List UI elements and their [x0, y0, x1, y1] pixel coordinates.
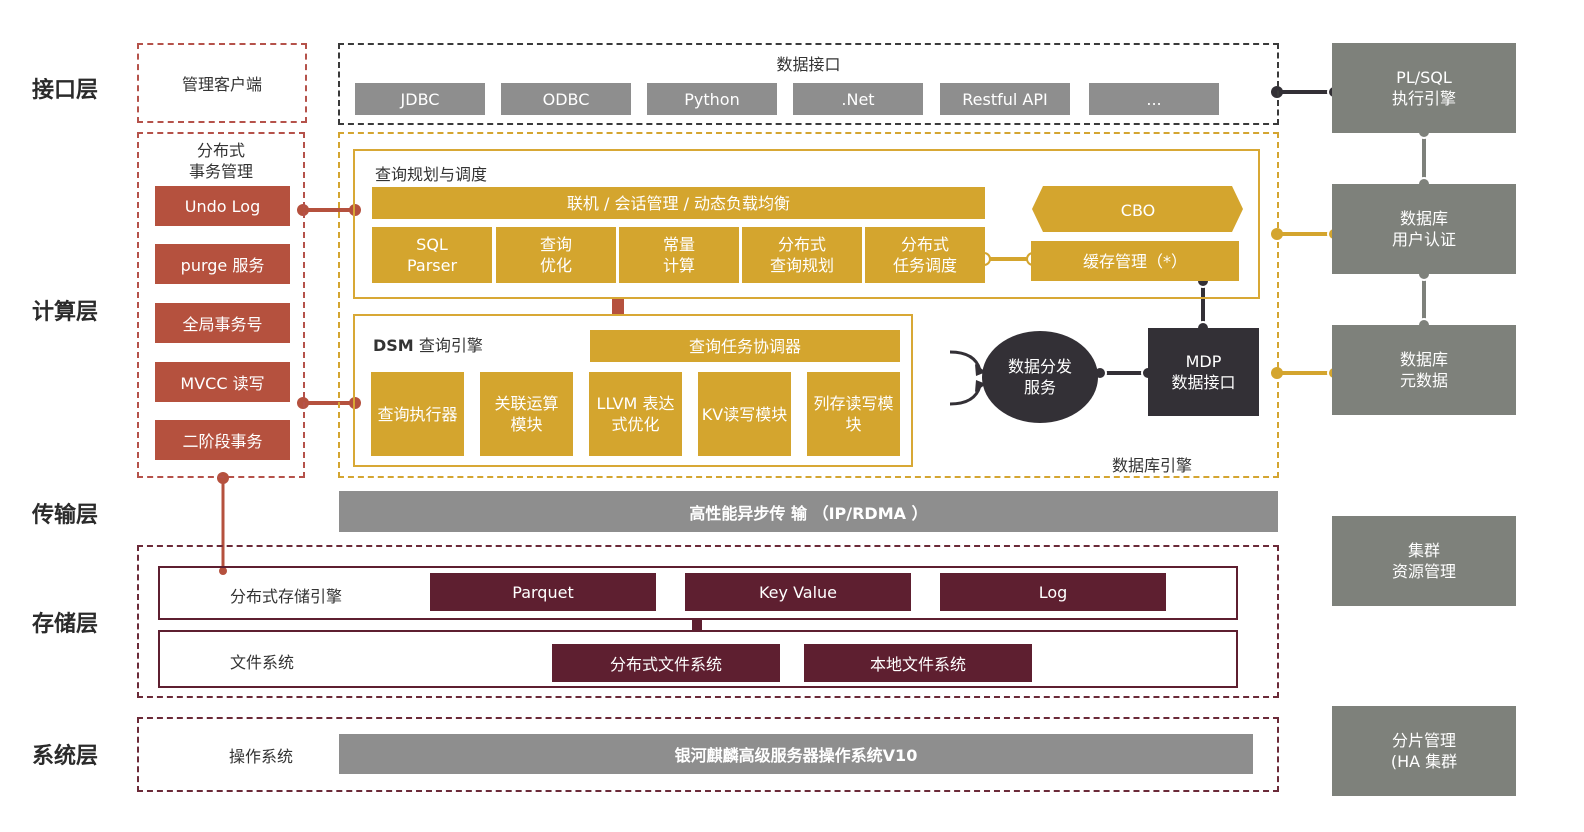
- module-dist-sched: 分布式 任务调度: [865, 227, 985, 283]
- tx-mgmt-box: 分布式 事务管理 Undo Log purge 服务 全局事务号 MVCC 读写…: [137, 132, 305, 478]
- module-const-calc: 常量 计算: [619, 227, 739, 283]
- interface-restful: Restful API: [940, 83, 1070, 115]
- tx-global-id: 全局事务号: [155, 303, 290, 343]
- layer-label-compute: 计算层: [32, 300, 99, 325]
- interface-more: ...: [1089, 83, 1219, 115]
- layer-label-system: 系统层: [32, 744, 99, 769]
- dsm-title: DSM 查询引擎: [373, 332, 483, 356]
- connector-dot: [217, 472, 229, 484]
- fs-local: 本地文件系统: [804, 644, 1032, 682]
- db-engine-label: 数据库引擎: [1112, 456, 1193, 475]
- cbo-label: CBO: [1120, 200, 1156, 220]
- data-interface-title: 数据接口: [776, 55, 841, 74]
- layer-label-storage: 存储层: [32, 612, 99, 637]
- file-system-label: 文件系统: [230, 653, 295, 672]
- connector-dot: [219, 567, 227, 575]
- interface-jdbc: JDBC: [355, 83, 485, 115]
- data-interface-box: 数据接口 JDBC ODBC Python .Net Restful API .…: [338, 43, 1279, 125]
- fs-distributed: 分布式文件系统: [552, 644, 780, 682]
- module-sql-parser: SQL Parser: [372, 227, 492, 283]
- dsm-executor: 查询执行器: [371, 372, 464, 456]
- transport-bar: 高性能异步传 输 （IP/RDMA ）: [339, 491, 1278, 532]
- module-query-opt: 查询 优化: [496, 227, 616, 283]
- interface-odbc: ODBC: [501, 83, 631, 115]
- side-shard-mgmt: 分片管理 (HA 集群: [1332, 706, 1516, 796]
- interface-dotnet: .Net: [793, 83, 923, 115]
- os-bar: 银河麒麟高级服务器操作系统V10: [339, 734, 1253, 774]
- storage-box: [137, 545, 1279, 698]
- system-box: 操作系统 银河麒麟高级服务器操作系统V10: [137, 717, 1279, 792]
- query-plan-box: 查询规划与调度 联机 / 会话管理 / 动态负载均衡 SQL Parser 查询…: [353, 149, 1260, 299]
- side-user-auth: 数据库 用户认证: [1332, 184, 1516, 274]
- dsm-title-rest: 查询引擎: [413, 336, 483, 355]
- query-plan-title: 查询规划与调度: [375, 165, 488, 184]
- mgmt-client-label: 管理客户端: [181, 75, 262, 94]
- interface-python: Python: [647, 83, 777, 115]
- data-dist-ellipse: [982, 331, 1098, 423]
- layer-label-interface: 接口层: [32, 78, 99, 103]
- db-engine-box: 数据库引擎: [338, 132, 1279, 478]
- side-metadata: 数据库 元数据: [1332, 325, 1516, 415]
- dsm-coordinator: 查询任务协调器: [590, 330, 900, 362]
- dsm-box: DSM 查询引擎 查询任务协调器 查询执行器 关联运算 模块 LLVM 表达 式…: [353, 314, 913, 467]
- connector-dot: [349, 204, 361, 216]
- mdp-box: MDP 数据接口: [1148, 328, 1259, 416]
- cbo-shape: [1032, 186, 1243, 232]
- data-dist-label: 数据分发 服务: [1007, 357, 1072, 397]
- file-system-box: 文件系统 分布式文件系统 本地文件系统: [158, 630, 1238, 688]
- mgmt-client-box: 管理客户端: [137, 43, 307, 123]
- query-plan-bar: 联机 / 会话管理 / 动态负载均衡: [372, 187, 985, 219]
- dsm-kv: KV读写模块: [698, 372, 791, 456]
- storage-engine-label: 分布式存储引擎: [230, 587, 343, 606]
- layer-label-transport: 传输层: [32, 503, 99, 528]
- tx-purge: purge 服务: [155, 244, 290, 284]
- os-label: 操作系统: [229, 747, 294, 766]
- storage-engine-box: 分布式存储引擎 Parquet Key Value Log: [158, 566, 1238, 620]
- dsm-column: 列存读写模 块: [807, 372, 900, 456]
- side-plsql: PL/SQL 执行引擎: [1332, 43, 1516, 133]
- dsm-llvm: LLVM 表达 式优化: [589, 372, 682, 456]
- cache-mgmt: 缓存管理（*）: [1031, 241, 1239, 281]
- module-dist-plan: 分布式 查询规划: [742, 227, 862, 283]
- tx-mgmt-title: 分布式 事务管理: [188, 141, 253, 181]
- tx-undo-log: Undo Log: [155, 186, 290, 226]
- side-cluster-resource: 集群 资源管理: [1332, 516, 1516, 606]
- dsm-join: 关联运算 模块: [480, 372, 573, 456]
- connector-dot: [349, 397, 361, 409]
- storage-log: Log: [940, 573, 1166, 611]
- dsm-title-bold: DSM: [373, 336, 414, 355]
- storage-kv: Key Value: [685, 573, 911, 611]
- storage-parquet: Parquet: [430, 573, 656, 611]
- tx-two-phase: 二阶段事务: [155, 420, 290, 460]
- tx-mvcc: MVCC 读写: [155, 362, 290, 402]
